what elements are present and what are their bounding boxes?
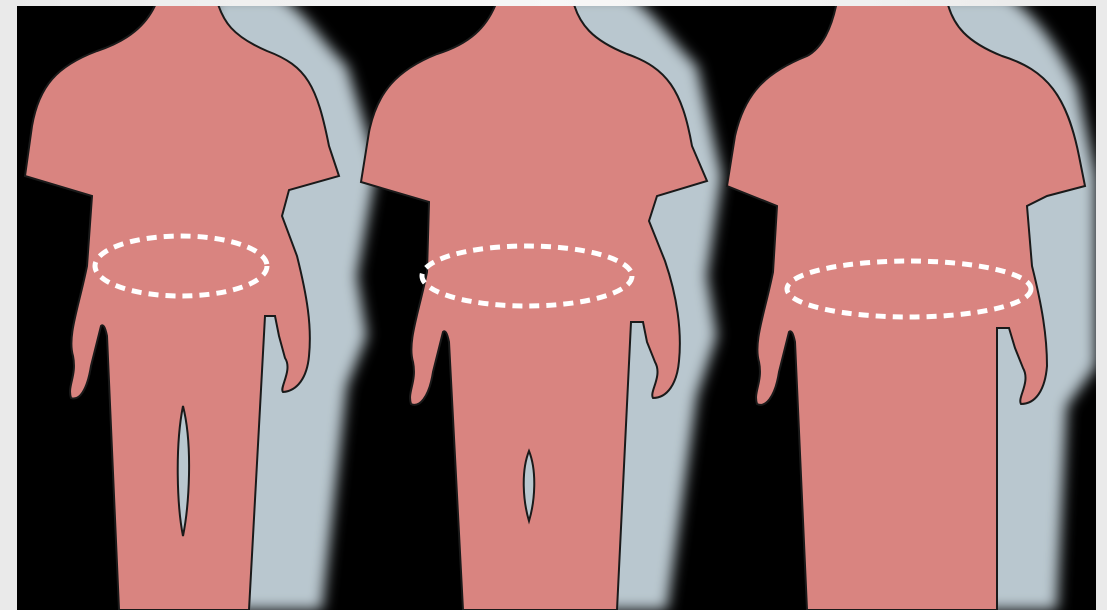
illustration-panel <box>17 6 1096 610</box>
body-silhouettes-illustration <box>17 6 1096 610</box>
